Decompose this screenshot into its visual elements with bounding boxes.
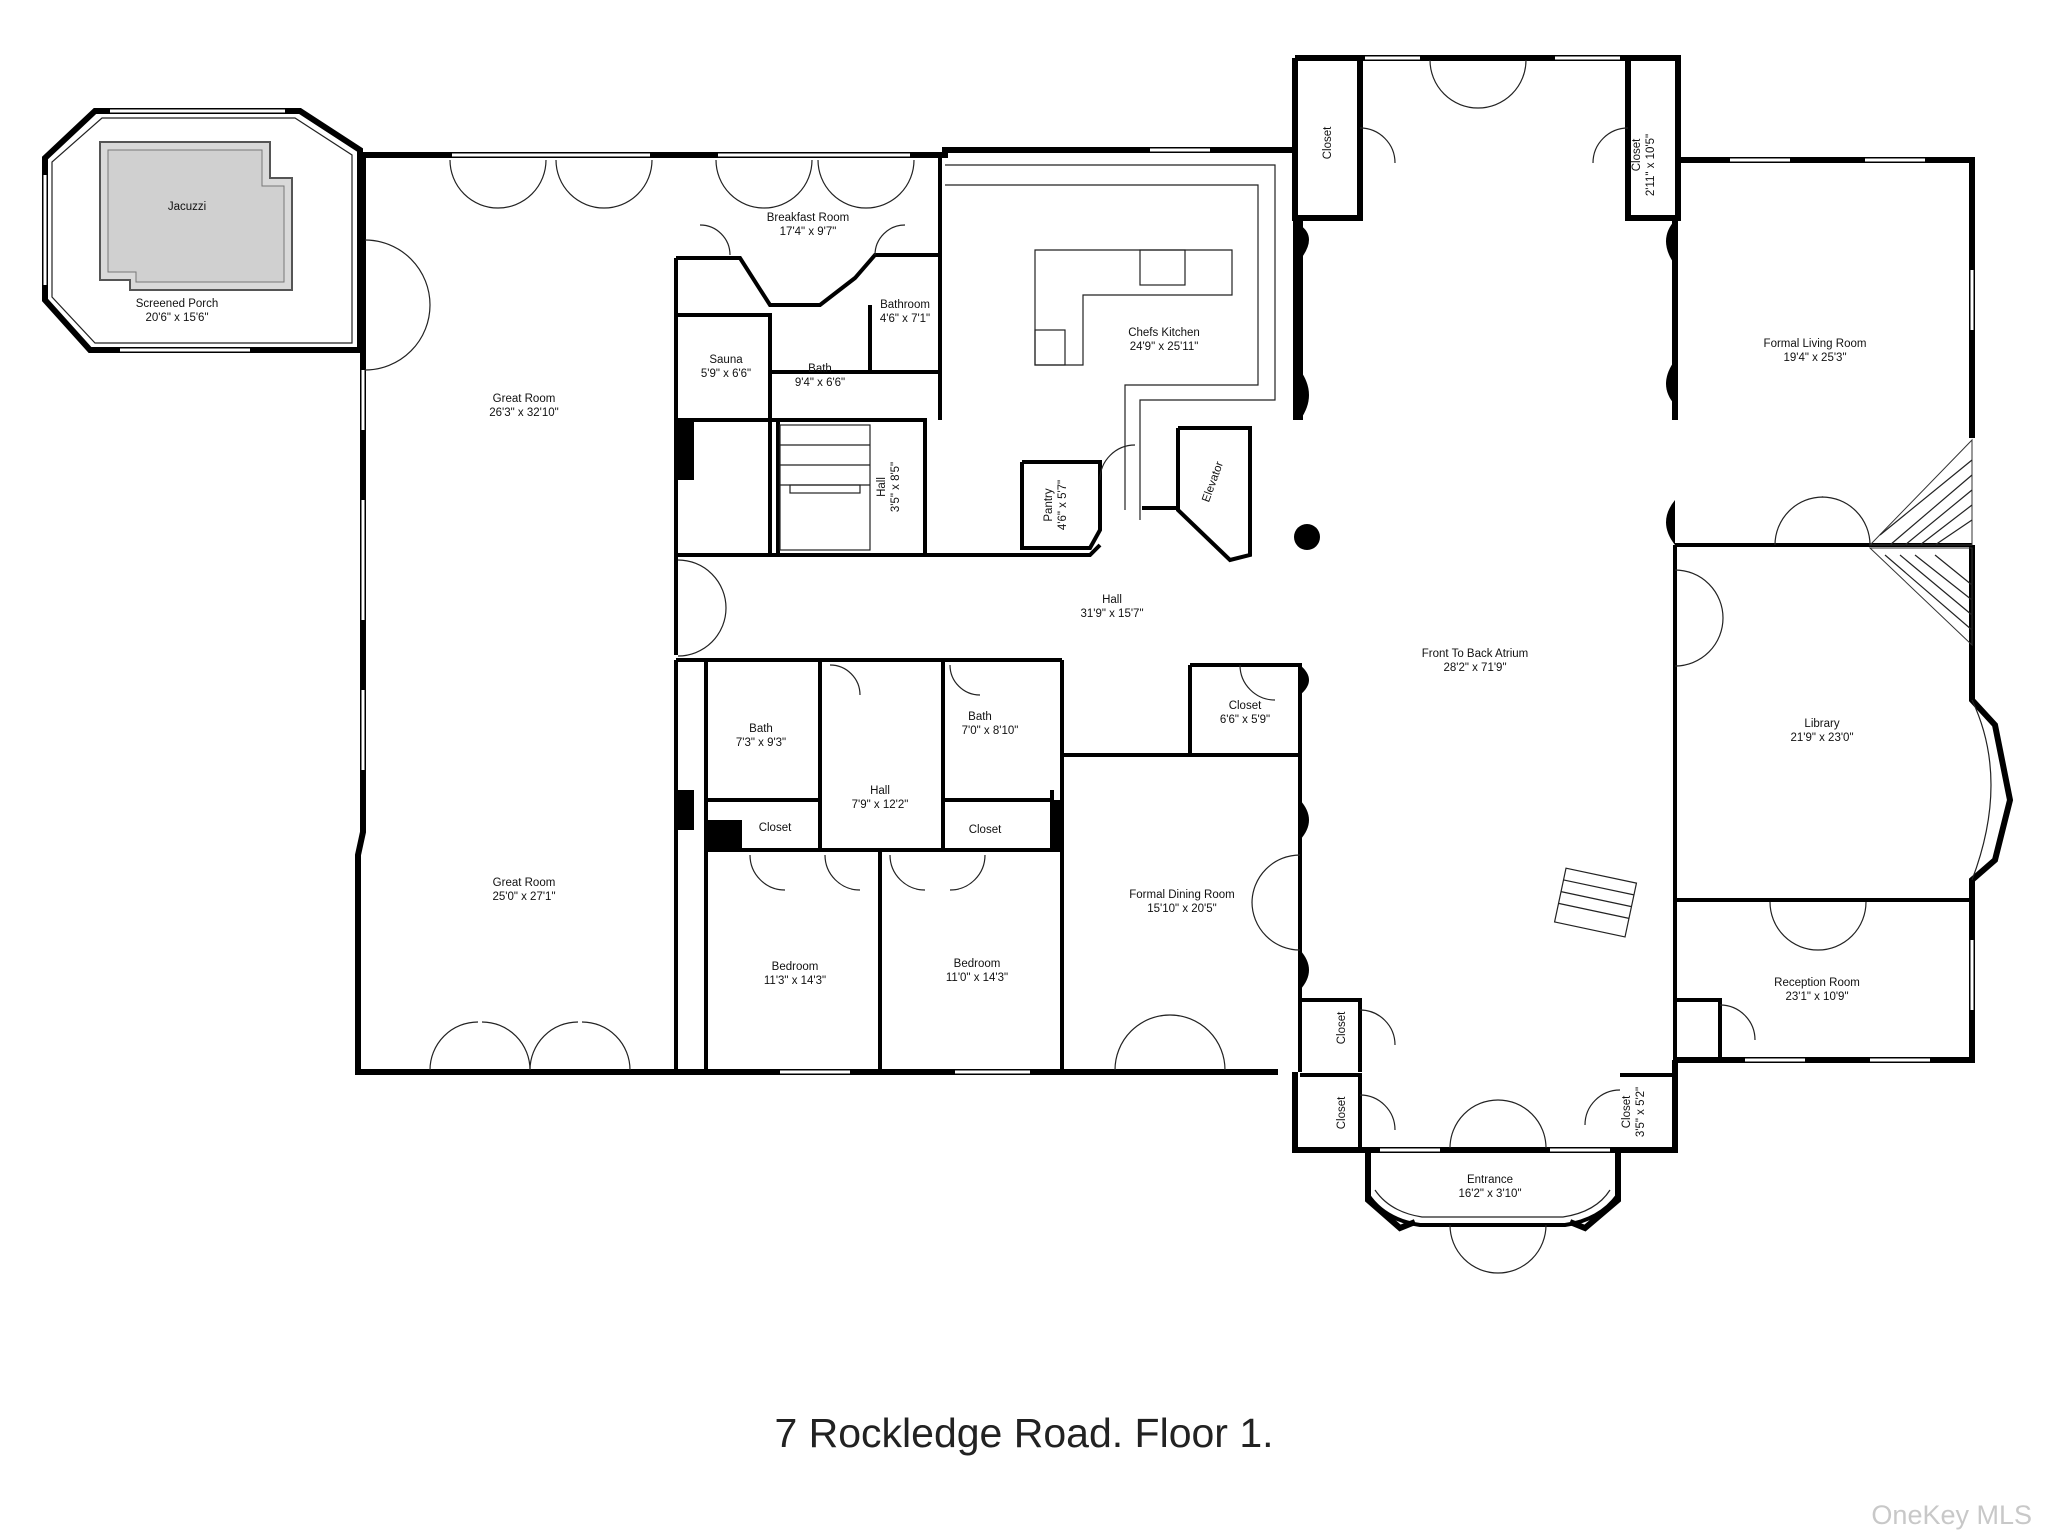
room-name-bath-sauna: Bath [808,363,832,375]
exterior-walls [355,55,2014,1232]
room-dims-sauna: 5'9" x 6'6" [701,368,751,380]
room-dims-formal-dining-room: 15'10" x 20'5" [1147,903,1216,915]
watermark-logo: OneKey MLS [1871,1500,2032,1530]
room-dims-entrance: 16'2" x 3'10" [1458,1188,1521,1200]
room-name-bath-east: Bath [968,711,992,723]
room-dims-closet-entry-right: 3'5" x 5'2" [1635,1087,1647,1137]
room-dims-bath-east: 7'0" x 8'10" [962,725,1019,737]
room-dims-bedroom-east: 11'0" x 14'3" [946,972,1008,984]
room-name-chefs-kitchen: Chefs Kitchen [1128,327,1200,339]
room-name-closet-entry-upper: Closet [1336,1011,1348,1044]
room-dims-library: 21'9" x 23'0" [1790,732,1853,744]
room-dims-bath-west: 7'3" x 9'3" [736,737,786,749]
interior-walls [674,155,1992,1150]
staircase [1868,438,1973,647]
room-name-bedroom-west: Bedroom [772,961,819,973]
room-name-bath-west: Bath [749,723,773,735]
room-dims-closet-top-right: 2'11" x 10'5" [1645,134,1657,196]
room-dims-great-room-south: 25'0" x 27'1" [492,891,555,903]
floor-plan-caption: 7 Rockledge Road. Floor 1. [774,1410,1274,1456]
room-dims-closet-mid: 6'6" x 5'9" [1220,714,1270,726]
room-dims-reception-room: 23'1" x 10'9" [1785,991,1848,1003]
room-name-jacuzzi: Jacuzzi [168,201,206,213]
room-name-sauna: Sauna [709,354,743,366]
room-name-bathroom: Bathroom [880,299,930,311]
room-dims-bath-sauna: 9'4" x 6'6" [795,377,845,389]
room-name-hall-bedrooms: Hall [870,785,890,797]
interior-stairs [779,424,871,551]
room-dims-hall-bedrooms: 7'9" x 12'2" [852,799,909,811]
room-name-bedroom-east: Bedroom [954,958,1001,970]
room-name-great-room-north: Great Room [493,393,556,405]
entrance-bay [1366,1189,1620,1227]
kitchen-counters [945,164,1276,520]
room-name-closet-bed-east: Closet [969,824,1002,836]
room-name-main-hall: Hall [1102,594,1122,606]
room-name-entrance: Entrance [1467,1174,1513,1186]
room-name-closet-mid: Closet [1229,700,1262,712]
room-name-hall-small: Hall [876,477,888,497]
room-name-closet-top-right: Closet [1631,138,1643,171]
room-name-closet-entry-lower: Closet [1336,1096,1348,1129]
room-dims-bathroom: 4'6" x 7'1" [880,313,930,325]
room-name-great-room-south: Great Room [493,877,556,889]
room-dims-hall-small: 3'5" x 8'5" [890,462,902,512]
room-name-library: Library [1804,718,1839,730]
room-name-formal-living-room: Formal Living Room [1764,338,1867,350]
doors [364,59,1871,1274]
jacuzzi-tub [99,141,293,291]
room-name-screened-porch: Screened Porch [136,298,218,310]
room-name-reception-room: Reception Room [1774,977,1860,989]
room-dims-chefs-kitchen: 24'9" x 25'11" [1130,341,1199,353]
windows [43,56,1974,1152]
room-dims-main-hall: 31'9" x 15'7" [1080,608,1143,620]
room-name-breakfast-room: Breakfast Room [767,212,849,224]
room-name-closet-entry-right: Closet [1621,1095,1633,1128]
room-name-formal-dining-room: Formal Dining Room [1129,889,1234,901]
solid-elements [676,220,1675,990]
room-dims-bedroom-west: 11'3" x 14'3" [764,975,826,987]
room-name-elevator: Elevator [1200,460,1226,504]
room-dims-atrium: 28'2" x 71'9" [1443,662,1506,674]
room-labels: Jacuzzi Screened Porch 20'6" x 15'6" Gre… [136,126,1867,1200]
room-name-closet-bed-west: Closet [759,822,792,834]
room-dims-formal-living-room: 19'4" x 25'3" [1783,352,1846,364]
atrium-feature [1553,867,1638,938]
room-name-atrium: Front To Back Atrium [1422,648,1529,660]
room-dims-great-room-north: 26'3" x 32'10" [489,407,558,419]
room-name-pantry: Pantry [1043,488,1055,521]
room-dims-pantry: 4'6" x 5'7" [1057,480,1069,530]
room-dims-breakfast-room: 17'4" x 9'7" [780,226,837,238]
room-name-closet-top-left: Closet [1322,126,1334,159]
room-dims-screened-porch: 20'6" x 15'6" [145,312,208,324]
